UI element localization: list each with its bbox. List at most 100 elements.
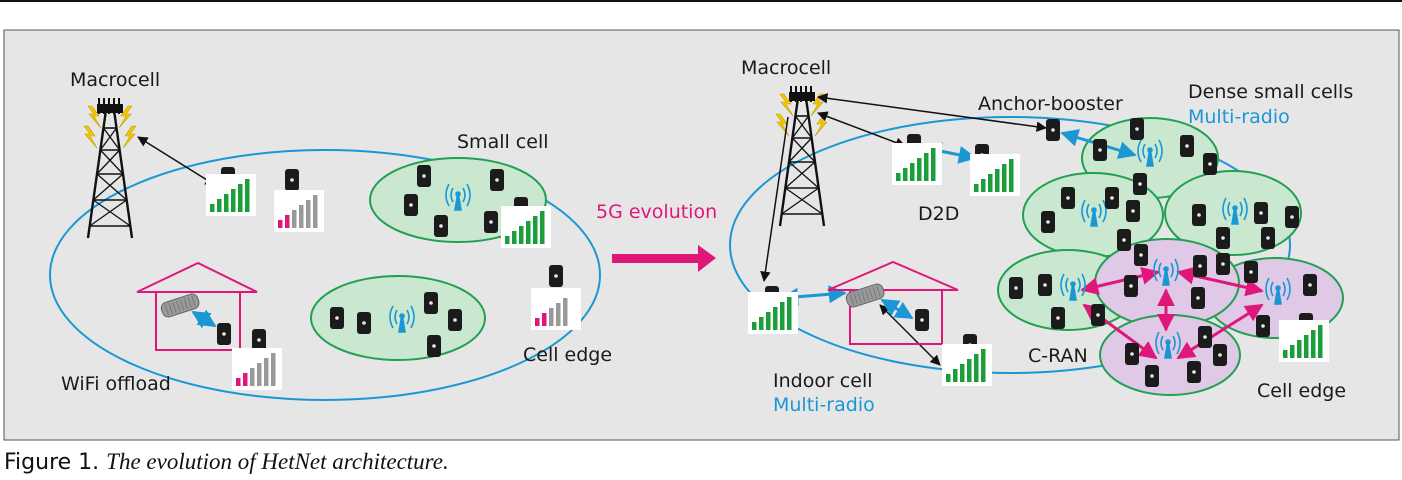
phone-icon <box>1051 307 1065 329</box>
phone-icon <box>1191 287 1205 309</box>
phone-icon <box>1203 153 1217 175</box>
phone-icon <box>1125 343 1139 365</box>
caption-number: Figure 1. <box>4 450 100 475</box>
antenna-icon <box>389 305 415 333</box>
d2d-macro-link <box>817 111 906 148</box>
antenna-icon <box>1137 139 1163 167</box>
wifi-offload-label: WiFi offload <box>61 373 171 395</box>
phone-icon <box>1133 173 1147 195</box>
phone-icon <box>252 329 266 351</box>
phone-icon <box>490 169 504 191</box>
phone-icon <box>1216 253 1230 275</box>
signal-bars-icon <box>206 174 256 216</box>
antenna-icon <box>1081 199 1107 227</box>
phone-icon <box>404 194 418 216</box>
antenna-icon <box>445 183 471 211</box>
signal-bars-icon <box>501 206 551 248</box>
macrocell-label-right: Macrocell <box>741 57 832 79</box>
phone-icon <box>424 292 438 314</box>
phone-icon <box>1009 277 1023 299</box>
macro-link-arrow <box>137 136 216 186</box>
house-icon <box>136 261 258 351</box>
caption-title: The evolution of HetNet architecture. <box>106 449 449 474</box>
antenna-icon <box>1265 277 1291 305</box>
dense-multi-radio-label: Multi-radio <box>1188 106 1290 128</box>
signal-bars-icon <box>748 292 798 334</box>
phone-icon <box>1105 187 1119 209</box>
phone-icon <box>1192 204 1206 226</box>
phone-icon <box>448 309 462 331</box>
wifi-link-arrow <box>191 309 217 329</box>
antenna-icon <box>1153 258 1179 286</box>
indoor-multi-radio-label: Multi-radio <box>773 394 875 416</box>
phone-icon <box>1261 227 1275 249</box>
macrocell-label-left: Macrocell <box>70 69 161 91</box>
figure-caption: Figure 1. The evolution of HetNet archit… <box>4 449 449 475</box>
phone-icon <box>1130 118 1144 140</box>
indoor-macro-link <box>760 116 789 283</box>
macro-coverage-left <box>49 149 601 401</box>
house-icon <box>827 260 959 345</box>
phone-icon <box>1117 229 1131 251</box>
phone-icon <box>217 323 231 345</box>
phone-icon <box>1093 139 1107 161</box>
phone-icon <box>1187 361 1201 383</box>
phone-icon <box>1193 255 1207 277</box>
phone-icon <box>1091 304 1105 326</box>
signal-bars-icon <box>274 190 324 232</box>
phone-icon <box>357 312 371 334</box>
phone-icon <box>1198 326 1212 348</box>
phone-icon <box>484 211 498 233</box>
phone-icon <box>1285 206 1299 228</box>
phone-icon <box>549 265 563 287</box>
cell-edge-label-left: Cell edge <box>523 344 613 366</box>
cran-label: C-RAN <box>1028 345 1088 367</box>
small-cell-label: Small cell <box>457 131 549 153</box>
phone-icon <box>417 165 431 187</box>
signal-bars-icon <box>892 143 942 185</box>
phone-icon <box>1216 227 1230 249</box>
indoor-router-link <box>880 298 914 320</box>
phone-icon <box>1244 261 1258 283</box>
evolution-label: 5G evolution <box>596 201 718 223</box>
anchor-booster-label: Anchor-booster <box>978 93 1123 115</box>
antenna-icon <box>1155 331 1181 359</box>
phone-icon <box>915 309 929 331</box>
phone-icon <box>1041 211 1055 233</box>
phone-icon <box>1254 202 1268 224</box>
macrocell-tower-icon <box>83 98 137 239</box>
signal-bars-icon <box>232 348 282 390</box>
dense-small-cells-label: Dense small cells <box>1188 81 1354 103</box>
anchor-booster-link <box>816 93 1048 132</box>
phone-icon <box>330 307 344 329</box>
signal-bars-icon <box>1279 320 1329 362</box>
signal-bars-icon <box>970 154 1020 196</box>
antenna-icon <box>1222 197 1248 225</box>
phone-icon <box>1046 119 1060 141</box>
phone-icon <box>1126 200 1140 222</box>
wifi-router-icon <box>160 293 200 318</box>
phone-icon <box>427 335 441 357</box>
phone-icon <box>1038 274 1052 296</box>
signal-bars-icon <box>942 344 992 386</box>
phone-icon <box>1134 244 1148 266</box>
d2d-label: D2D <box>918 203 960 225</box>
phone-icon <box>1256 315 1270 337</box>
signal-bars-icon <box>531 288 581 330</box>
antenna-icon <box>1060 273 1086 301</box>
phone-icon <box>1213 344 1227 366</box>
small-cell-area-2 <box>310 275 486 361</box>
cell-edge-label-right: Cell edge <box>1257 380 1347 402</box>
phone-icon <box>1061 187 1075 209</box>
wifi-router-icon <box>845 283 885 308</box>
phone-icon <box>1180 135 1194 157</box>
phone-icon <box>1124 275 1138 297</box>
phone-icon <box>285 169 299 191</box>
phone-icon <box>434 215 448 237</box>
evolution-arrow <box>612 245 716 272</box>
phone-icon <box>1303 274 1317 296</box>
indoor-cell-label: Indoor cell <box>773 370 873 392</box>
phone-icon <box>1145 365 1159 387</box>
